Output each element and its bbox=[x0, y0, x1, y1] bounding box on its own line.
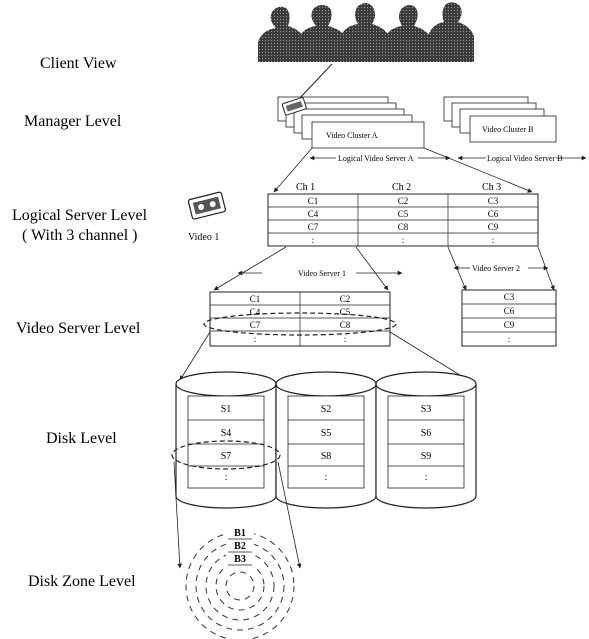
logical-server-channels-label: ( With 3 channel ) bbox=[22, 227, 137, 244]
logical-server-table: Ch 1 Ch 2 Ch 3 C1 C2 C3 C4 C5 C6 C7 C8 C… bbox=[267, 182, 539, 247]
disk-1-slot: S7 bbox=[221, 451, 232, 462]
logical-cell: C3 bbox=[488, 196, 499, 206]
disk-2-slot: S8 bbox=[321, 451, 332, 462]
logical-cell: : bbox=[312, 235, 315, 245]
video-tape-icon bbox=[281, 97, 307, 116]
disk-level-label: Disk Level bbox=[46, 430, 117, 447]
video-server-2-cell: : bbox=[508, 334, 511, 344]
video-cluster-b-stack bbox=[443, 96, 557, 143]
logical-cell: : bbox=[492, 235, 495, 245]
video-1-tape-icon bbox=[187, 191, 227, 220]
zone-block-b3: B3 bbox=[234, 554, 246, 565]
client-view-label: Client View bbox=[40, 55, 117, 72]
disk-zone-highlight bbox=[171, 440, 281, 470]
video-server-1-cell: C2 bbox=[340, 294, 351, 304]
disk-1-slot: S1 bbox=[221, 404, 232, 415]
disk-1: S1 S4 S7 : bbox=[175, 371, 277, 509]
logical-cell: C5 bbox=[398, 209, 409, 219]
video-server-2-cell: C9 bbox=[504, 320, 515, 330]
disk-3: S3 S6 S9 : bbox=[375, 371, 477, 509]
disk-3-slot: S6 bbox=[421, 428, 432, 439]
zone-block-b2: B2 bbox=[234, 541, 246, 552]
video-server-level-label: Video Server Level bbox=[16, 320, 141, 337]
disk-2: S2 S5 S8 : bbox=[275, 371, 377, 509]
manager-level-label: Manager Level bbox=[24, 113, 122, 130]
video-cluster-b-label: Video Cluster B bbox=[482, 125, 534, 134]
client-crowd-icon bbox=[258, 2, 474, 62]
video-server-stripe-highlight bbox=[203, 312, 397, 336]
cluster-to-logical-connectors bbox=[273, 147, 533, 193]
video-cluster-a-label: Video Cluster A bbox=[326, 131, 378, 140]
disk-1-slot: : bbox=[225, 472, 228, 483]
video-server-2-label: Video Server 2 bbox=[472, 264, 520, 273]
logical-cell: C1 bbox=[308, 196, 319, 206]
video-server-1-cell: C8 bbox=[340, 320, 351, 330]
zone-block-b1: B1 bbox=[234, 528, 246, 539]
channel-header-3: Ch 3 bbox=[482, 182, 501, 193]
logical-cell: C7 bbox=[308, 222, 319, 232]
video-server-2-cell: C6 bbox=[504, 306, 515, 316]
disk-3-slot: S9 bbox=[421, 451, 432, 462]
disk-2-slot: : bbox=[325, 472, 328, 483]
video-server-2-table: C3 C6 C9 : bbox=[461, 289, 557, 347]
video-server-1-table: C1 C2 C4 C5 C7 C8 : : bbox=[203, 291, 397, 347]
disk-1-slot: S4 bbox=[221, 428, 232, 439]
logical-cell: : bbox=[402, 235, 405, 245]
channel-header-2: Ch 2 bbox=[392, 182, 411, 193]
video-1-label: Video 1 bbox=[188, 232, 219, 243]
logical-cell: C8 bbox=[398, 222, 409, 232]
disk-zone-level-label: Disk Zone Level bbox=[28, 573, 136, 590]
disk-3-slot: S3 bbox=[421, 404, 432, 415]
logical-cell: C6 bbox=[488, 209, 499, 219]
video-cluster-a-stack bbox=[277, 96, 425, 149]
video-server-1-cell: C1 bbox=[250, 294, 261, 304]
logical-cell: C4 bbox=[308, 209, 319, 219]
video-server-1-cell: : bbox=[254, 334, 257, 344]
logical-cell: C2 bbox=[398, 196, 409, 206]
disk-2-slot: S2 bbox=[321, 404, 332, 415]
disk-3-slot: : bbox=[425, 472, 428, 483]
video-server-2-cell: C3 bbox=[504, 292, 515, 302]
logical-server-level-label: Logical Server Level bbox=[12, 207, 148, 224]
client-to-manager-connector bbox=[297, 63, 333, 101]
disk-to-zone-connectors bbox=[173, 461, 302, 569]
logical-server-b-label: Logical Video Server B bbox=[487, 154, 563, 163]
video-server-1-label: Video Server 1 bbox=[298, 269, 346, 278]
logical-server-a-label: Logical Video Server A bbox=[338, 154, 414, 163]
video-server-1-cell: C7 bbox=[250, 320, 261, 330]
video-server-1-cell: C5 bbox=[340, 307, 351, 317]
video-server-1-cell: : bbox=[344, 334, 347, 344]
disk-2-slot: S5 bbox=[321, 428, 332, 439]
video-server-1-cell: C4 bbox=[250, 307, 261, 317]
video-server-to-disk-connectors bbox=[179, 331, 469, 381]
logical-cell: C9 bbox=[488, 222, 499, 232]
channel-header-1: Ch 1 bbox=[296, 182, 315, 193]
